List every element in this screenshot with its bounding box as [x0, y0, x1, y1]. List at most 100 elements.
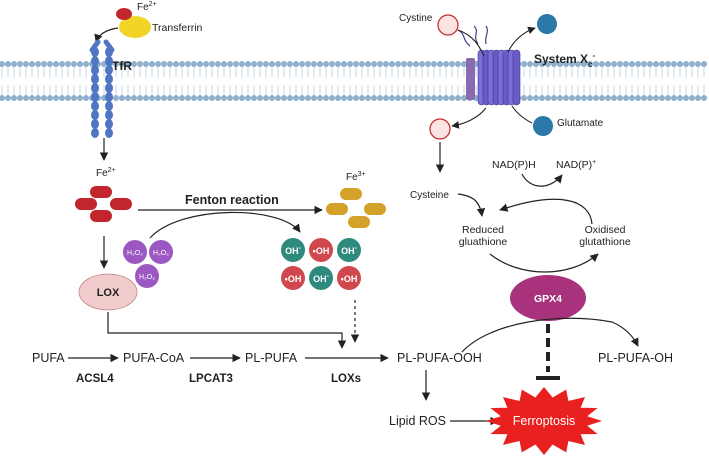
nadph-to-nadp-arrow	[521, 173, 563, 187]
lipid-head	[623, 61, 629, 67]
lipid-head	[629, 95, 635, 101]
lipid-head	[641, 95, 647, 101]
lipid-head	[245, 61, 251, 67]
lipid-head	[461, 61, 467, 67]
fe3-ion	[348, 216, 370, 228]
lipid-head	[695, 61, 701, 67]
lipid-head	[539, 61, 545, 67]
lipid-head	[617, 61, 623, 67]
lipid-head	[17, 61, 23, 67]
transferrin-label: Transferrin	[152, 22, 203, 34]
lipid-head	[137, 95, 143, 101]
transporter-heavy-chain	[477, 49, 521, 106]
lipid-head	[185, 95, 191, 101]
tfr-segment	[91, 74, 99, 84]
fe3-ion	[340, 188, 362, 200]
lipid-head	[149, 61, 155, 67]
lipid-head	[683, 61, 689, 67]
lipid-head	[185, 61, 191, 67]
fe2-bound-iron	[116, 8, 132, 20]
pufa-coa-label: PUFA-CoA	[123, 351, 185, 365]
lipid-head	[671, 61, 677, 67]
lipid-head	[371, 95, 377, 101]
lipid-head	[359, 61, 365, 67]
lipid-head	[263, 61, 269, 67]
lipid-head	[395, 95, 401, 101]
cystine-molecule-outside	[437, 14, 459, 36]
lipid-head	[623, 95, 629, 101]
lipid-head	[287, 95, 293, 101]
lipid-head	[275, 95, 281, 101]
h2o2-label: H₂O₂	[139, 274, 155, 281]
system-xc-label: System Xc-	[534, 51, 595, 69]
lipid-head	[209, 95, 215, 101]
lipid-head	[329, 95, 335, 101]
lipid-head	[365, 61, 371, 67]
lipid-head	[173, 61, 179, 67]
lipid-head	[599, 95, 605, 101]
lipid-head	[581, 95, 587, 101]
lipid-head	[281, 95, 287, 101]
lipid-head	[35, 61, 41, 67]
lipid-head	[449, 95, 455, 101]
lipid-head	[425, 95, 431, 101]
tfr-segment	[91, 47, 99, 57]
lipid-head	[593, 61, 599, 67]
lipid-head	[335, 61, 341, 67]
lipid-head	[521, 61, 527, 67]
h2o2-molecule	[149, 240, 173, 264]
ferroptosis-burst	[486, 387, 602, 455]
tfr-segment	[91, 101, 99, 111]
h2o2-label: H₂O₂	[153, 250, 169, 257]
lipid-head	[59, 95, 65, 101]
lipid-head	[665, 95, 671, 101]
tfr-segment	[105, 119, 113, 129]
lipid-head	[71, 95, 77, 101]
h2o2-cluster: H₂O₂ H₂O₂ H₂O₂	[123, 240, 173, 288]
cystine-uptake-path	[457, 29, 485, 57]
lipid-head	[257, 61, 263, 67]
lipid-head	[65, 95, 71, 101]
lipid-head	[659, 95, 665, 101]
cysteine-label: Cysteine	[410, 190, 449, 201]
lipid-head	[209, 61, 215, 67]
lipid-head	[407, 95, 413, 101]
lipid-head	[239, 61, 245, 67]
lipid-head	[695, 95, 701, 101]
lipid-head	[353, 95, 359, 101]
lipid-head	[11, 61, 17, 67]
lipid-head	[77, 95, 83, 101]
lipid-head	[545, 95, 551, 101]
lipid-head	[11, 95, 17, 101]
lipid-head	[113, 61, 119, 67]
nadp-label: NAD(P)+	[556, 159, 596, 171]
lipid-head	[455, 95, 461, 101]
lipid-head	[377, 95, 383, 101]
lipid-head	[125, 95, 131, 101]
tfr-segment	[91, 119, 99, 129]
lipid-head	[293, 61, 299, 67]
lipid-head	[413, 61, 419, 67]
lipid-head	[341, 95, 347, 101]
tfr-segment	[105, 128, 113, 138]
lipid-head	[557, 61, 563, 67]
lipid-head	[605, 95, 611, 101]
lipid-head	[125, 61, 131, 67]
lipid-head	[701, 61, 707, 67]
lipid-head	[71, 61, 77, 67]
lipid-head	[557, 95, 563, 101]
lipid-head	[419, 61, 425, 67]
transferrin-receptor-group: Fe2+ Transferrin TfR	[89, 1, 203, 138]
lipid-head	[113, 95, 119, 101]
lipid-head	[5, 95, 11, 101]
lipid-head	[83, 61, 89, 67]
lipid-head	[161, 95, 167, 101]
lipid-head	[569, 61, 575, 67]
lipid-head	[191, 95, 197, 101]
lipid-head	[293, 95, 299, 101]
lipid-head	[587, 61, 593, 67]
lipid-head	[233, 61, 239, 67]
lipid-head	[119, 61, 125, 67]
gpx4-label: GPX4	[534, 293, 562, 305]
lipid-head	[251, 61, 257, 67]
